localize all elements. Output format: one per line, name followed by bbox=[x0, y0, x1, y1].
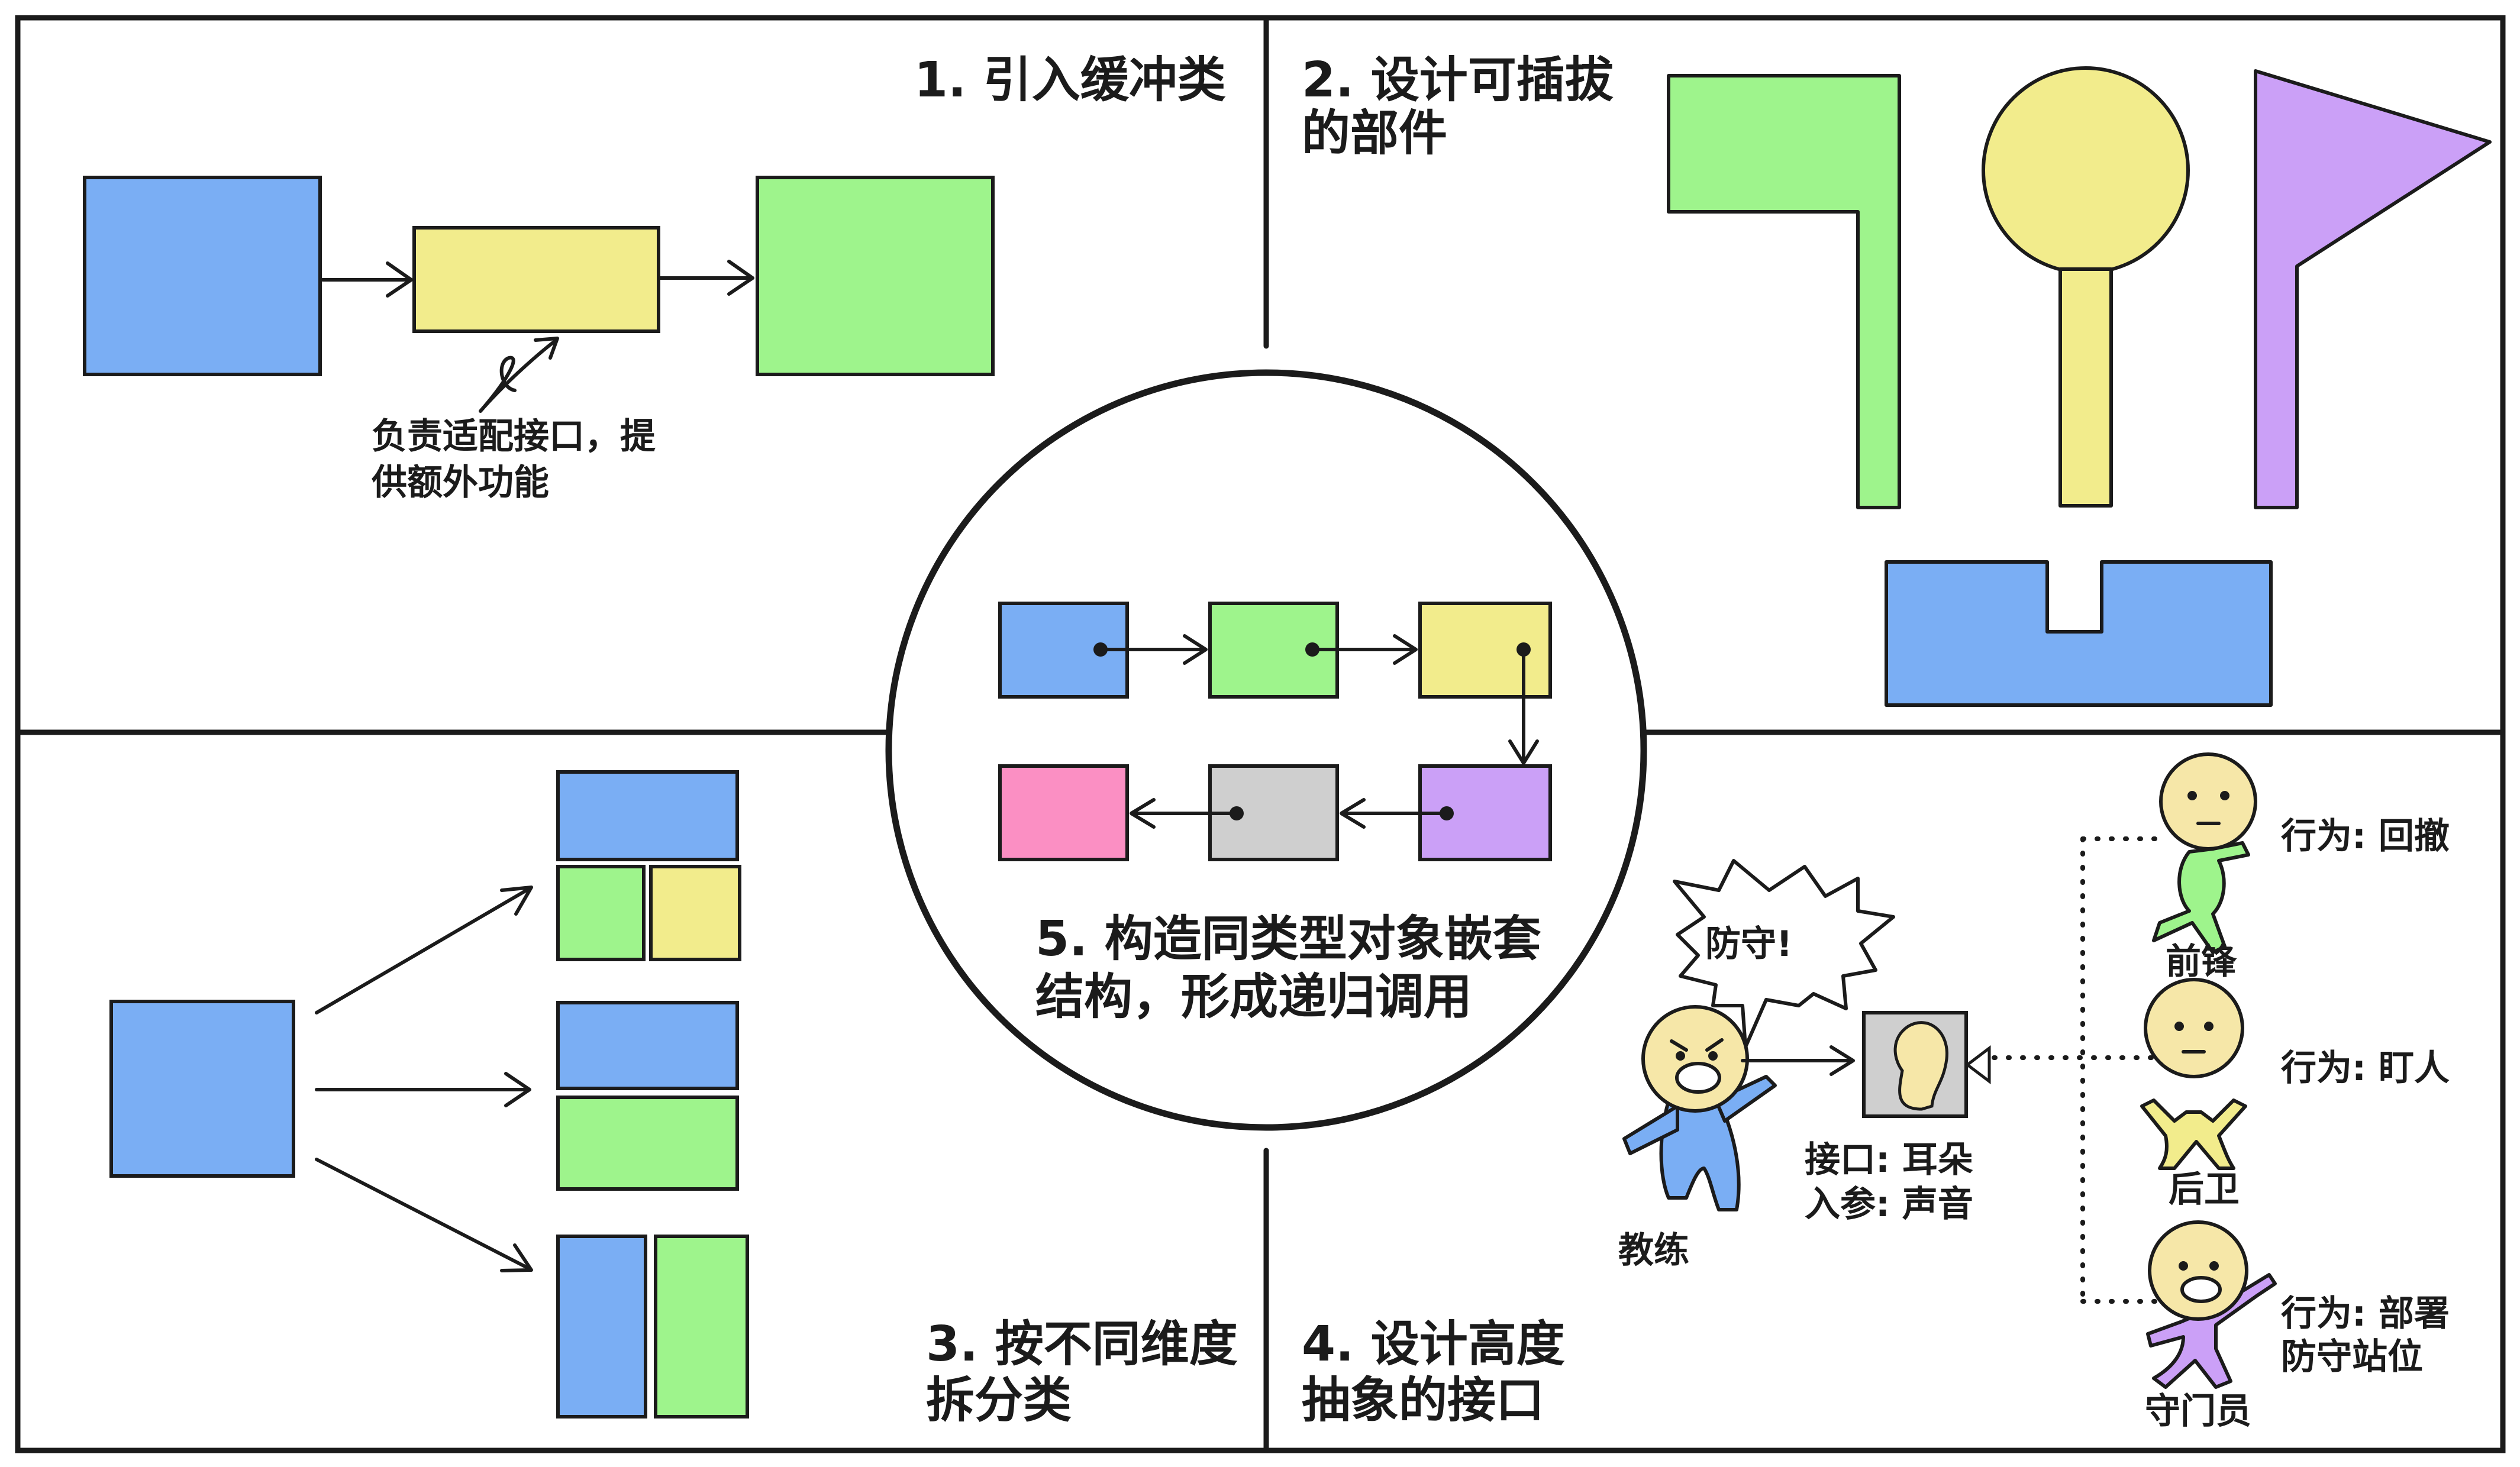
p1-target-box bbox=[756, 176, 995, 376]
p3-top-right bbox=[649, 865, 741, 961]
p5-linkhead-1 bbox=[1183, 634, 1208, 665]
p2-yellow-ball bbox=[1982, 66, 2190, 274]
center-circle bbox=[885, 369, 1647, 1131]
p5-node-6 bbox=[998, 764, 1129, 861]
p5-dot-2 bbox=[1305, 642, 1319, 657]
p1-pointer-curl bbox=[479, 338, 558, 413]
player-icon bbox=[2152, 752, 2257, 954]
p5-dot-1 bbox=[1093, 642, 1108, 657]
p2-blue-socket bbox=[1885, 560, 2273, 707]
p1-note-line1: 负责适配接口，提 bbox=[372, 416, 656, 457]
p5-node-3 bbox=[1418, 602, 1552, 699]
p2-green-l-piece bbox=[1667, 74, 1901, 509]
p5-linkhead-5 bbox=[1130, 798, 1156, 829]
p4-player-name-goalie: 守门员 bbox=[2145, 1391, 2251, 1432]
p4-speech-text: 防守! bbox=[1705, 923, 1793, 965]
p5-linkhead-4 bbox=[1340, 798, 1366, 829]
p4-player-name-defender: 后卫 bbox=[2169, 1169, 2240, 1210]
p3-arrow-down bbox=[315, 1158, 531, 1271]
p1-buffer-box bbox=[412, 226, 660, 333]
p2-purple-flag bbox=[2254, 69, 2492, 509]
ear-icon bbox=[1893, 1021, 1948, 1111]
p3-title-line1: 3. 按不同维度 bbox=[926, 1316, 1238, 1372]
p2-title-line1: 2. 设计可插拔 bbox=[1302, 52, 1614, 108]
p4-player-behavior-goalie-2: 防守站位 bbox=[2281, 1336, 2423, 1378]
p3-mid-upper bbox=[556, 1001, 739, 1090]
p3-arrowhead-up bbox=[500, 886, 533, 916]
p3-source-box bbox=[109, 1000, 295, 1178]
p5-dot-4 bbox=[1440, 806, 1454, 820]
p4-player-behavior-goalie-1: 行为: 部署 bbox=[2281, 1293, 2450, 1334]
p2-yellow-stem bbox=[2058, 267, 2113, 508]
p1-arrowhead-1 bbox=[386, 261, 413, 298]
p5-title-line2: 结构，形成递归调用 bbox=[1035, 969, 1473, 1025]
p5-linkhead-2 bbox=[1393, 634, 1418, 665]
p3-arrowhead-mid bbox=[504, 1072, 531, 1107]
p4-player-behavior-defender: 行为: 盯人 bbox=[2281, 1048, 2450, 1089]
player-icon bbox=[2146, 1220, 2277, 1389]
p1-pointer-head bbox=[534, 337, 559, 360]
p3-top-wide bbox=[556, 770, 739, 861]
p4-interface-line2: 入参: 声音 bbox=[1805, 1184, 1973, 1225]
p3-arrowhead-down bbox=[500, 1243, 533, 1272]
p3-arrow-up bbox=[315, 887, 531, 1014]
p1-title: 1. 引入缓冲类 bbox=[914, 52, 1226, 108]
p1-arrowhead-2 bbox=[727, 260, 754, 296]
p4-coach-label: 教练 bbox=[1618, 1230, 1689, 1271]
p4-interface-line1: 接口: 耳朵 bbox=[1805, 1139, 1973, 1181]
p3-bot-right bbox=[654, 1235, 749, 1418]
p4-coach-arrowhead bbox=[1829, 1045, 1855, 1076]
p3-mid-lower bbox=[556, 1096, 739, 1191]
p1-source-box bbox=[83, 176, 322, 376]
p5-title-line1: 5. 构造同类型对象嵌套 bbox=[1035, 911, 1541, 967]
p2-title-line2: 的部件 bbox=[1302, 105, 1448, 161]
p4-title-line1: 4. 设计高度 bbox=[1302, 1316, 1565, 1372]
p5-linkhead-3 bbox=[1508, 739, 1539, 765]
p4-player-behavior-forward: 行为: 回撤 bbox=[2281, 816, 2450, 857]
p5-dot-3 bbox=[1516, 642, 1531, 657]
p1-note-line2: 供额外功能 bbox=[372, 462, 549, 503]
p5-dot-5 bbox=[1230, 806, 1244, 820]
p4-player-name-forward: 前锋 bbox=[2166, 941, 2237, 983]
coach-figure bbox=[1622, 1005, 1777, 1211]
p4-speech-bubble bbox=[1673, 859, 1895, 1049]
p4-ear-socket bbox=[1964, 1045, 1991, 1085]
player-icon bbox=[2140, 978, 2247, 1170]
p3-top-left bbox=[556, 865, 646, 961]
p3-title-line2: 拆分类 bbox=[926, 1372, 1072, 1429]
p4-title-line2: 抽象的接口 bbox=[1302, 1372, 1545, 1429]
p3-bot-left bbox=[556, 1235, 647, 1418]
